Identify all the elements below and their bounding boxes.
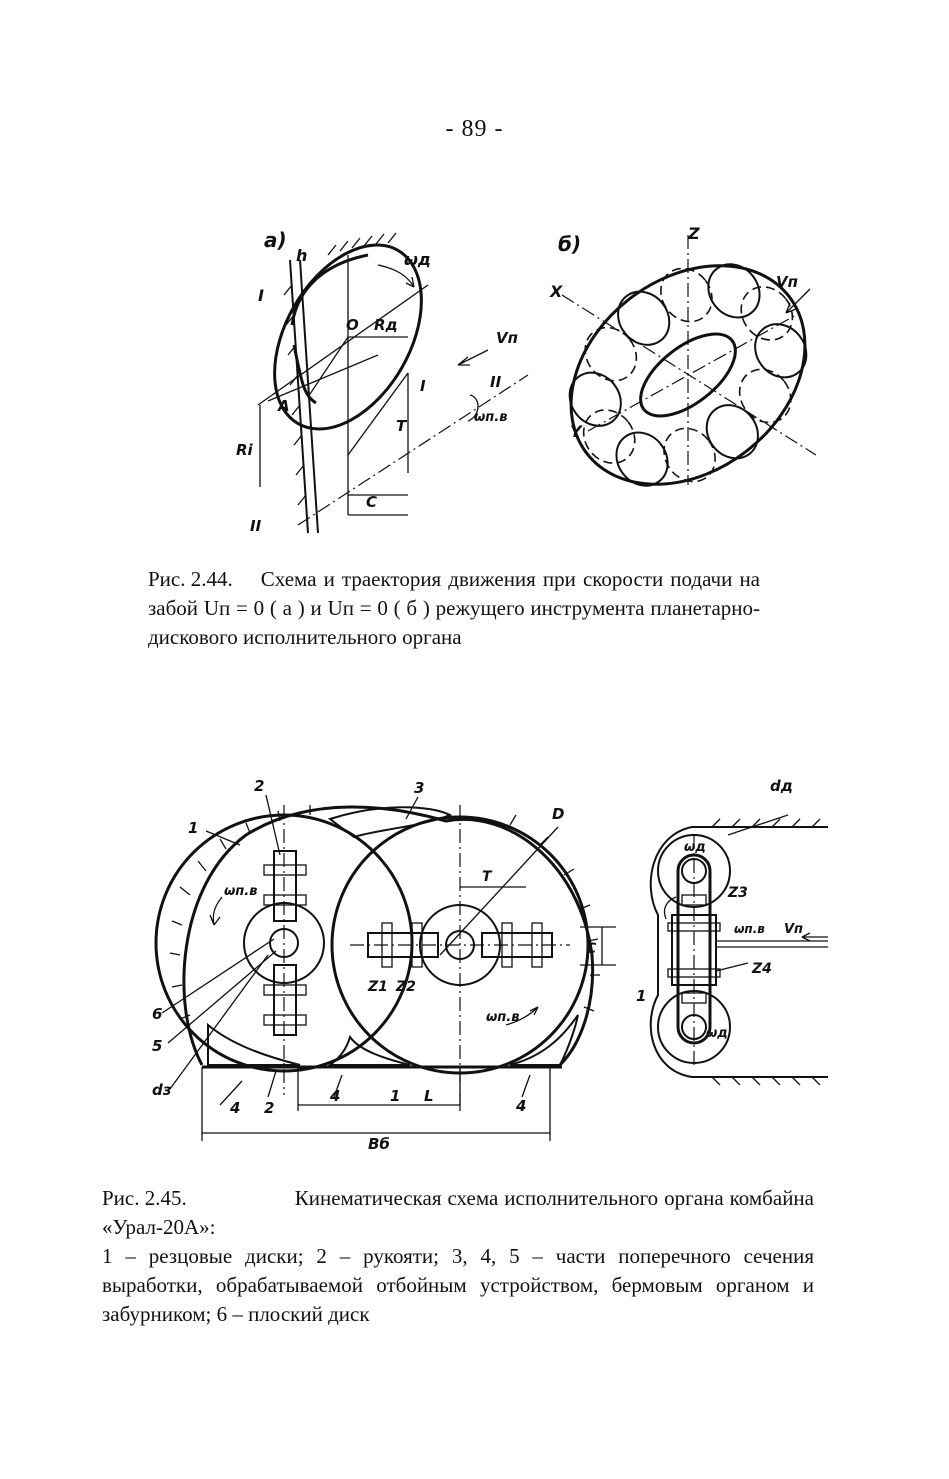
figure-2-45-front-view: 2 3 1 D ωп.в T C Z1 Z2 6 5 ωп.в dз 4 2 4… (152, 777, 616, 1153)
label-I: I (258, 286, 264, 305)
label-Vn-side: Vп (784, 922, 803, 937)
arm-left-lower (273, 964, 297, 1036)
label-4-left: 4 (229, 1099, 240, 1117)
label-Z3: Z3 (727, 885, 748, 901)
panel-b-label: б) (558, 232, 581, 256)
figure-2-44-panel-b: б) Z X Vп Y (549, 225, 817, 487)
label-omega-d-upper: ωд (684, 840, 706, 855)
label-Z: Z (687, 225, 700, 243)
label-A: A (277, 397, 290, 415)
figure-2-45-legend: 1 – резцовые диски; 2 – рукояти; 3, 4, 5… (102, 1244, 814, 1326)
radius-line-2 (307, 336, 349, 398)
page-number: - 89 - (445, 116, 504, 142)
label-L: L (424, 1087, 434, 1105)
label-4-right: 4 (515, 1097, 526, 1115)
label-omega-pv-side: ωп.в (734, 922, 765, 936)
side-contour (649, 826, 693, 1078)
label-I-right: I (420, 377, 426, 395)
figure-2-45-number: Рис. 2.45. (102, 1186, 187, 1210)
label-Bb: Вб (368, 1135, 390, 1153)
label-C: C (586, 941, 597, 957)
label-Rd: Rд (374, 316, 398, 334)
label-Ri: Rі (236, 441, 254, 459)
label-D: D (552, 805, 564, 823)
label-O: O (346, 316, 359, 334)
vn-arrow-side (801, 932, 828, 942)
region-4-mid (327, 1034, 411, 1066)
omega-d-arrow-upper (663, 896, 677, 920)
label-II-bottom: II (250, 517, 262, 535)
omega-d-arrow (377, 264, 415, 288)
vn-arrow-b (785, 288, 811, 314)
region-3 (327, 806, 453, 839)
diameter-D-line (439, 826, 559, 956)
label-omega-d: ωд (404, 250, 431, 269)
label-h: h (296, 246, 307, 265)
label-3-top: 3 (414, 779, 424, 797)
label-omega-pv: ωп.в (474, 410, 507, 425)
label-omega-pv-left: ωп.в (224, 884, 257, 899)
label-Vn-b: Vп (776, 273, 798, 291)
region-4-right (509, 1014, 579, 1066)
label-Z1: Z1 (367, 979, 388, 995)
omega-pv-arrow-right (505, 1006, 539, 1026)
cutting-disc-ellipse (273, 243, 423, 431)
z4-leader (715, 962, 749, 972)
label-2-bottom: 2 (264, 1099, 274, 1117)
figure-2-44-panel-a: а) h I ωд O Rд Vп A I II ωп.в Rі T C II (236, 228, 529, 535)
label-omega-d-lower: ωд (706, 1026, 728, 1041)
figure-2-44-caption-text: Схема и траектория движения при скорости… (148, 567, 760, 649)
label-Vn: Vп (496, 329, 518, 347)
figure-2-45-side-view: dд ωд Z3 ωп.в Vп Z4 1 ωд (636, 777, 828, 1085)
parallel-line-2 (347, 372, 409, 456)
label-Z2: Z2 (395, 979, 416, 995)
dd-leader (727, 814, 789, 836)
loop-trajectories (568, 263, 808, 487)
label-1-top: 1 (188, 819, 198, 837)
vn-arrow (457, 349, 489, 366)
cut-trajectory (290, 253, 369, 326)
label-1-side: 1 (636, 987, 646, 1005)
side-hatching (711, 818, 821, 1085)
label-4-mid: 4 (329, 1087, 340, 1105)
figure-2-44-caption: Рис. 2.44.Схема и траектория движения пр… (148, 565, 760, 652)
label-dd: dд (770, 777, 793, 795)
label-1-bottom: 1 (390, 1087, 400, 1105)
omega-pv-arrow (467, 394, 479, 422)
label-T: T (396, 417, 408, 435)
arm-left-upper (273, 850, 297, 922)
parallel-line (267, 354, 379, 402)
axis-II (297, 374, 529, 526)
label-6: 6 (152, 1005, 162, 1023)
label-Z4: Z4 (751, 961, 772, 977)
outer-ellipse (569, 264, 807, 486)
panel-a-label: а) (264, 228, 287, 252)
label-2-top: 2 (254, 777, 264, 795)
y-axis (587, 314, 797, 432)
leader-lines (161, 794, 531, 1106)
label-X: X (549, 282, 563, 301)
label-omega-pv-right: ωп.в (486, 1010, 519, 1025)
omega-pv-arrow-left (209, 896, 223, 926)
inner-ellipse (639, 332, 737, 418)
figure-2-44-number: Рис. 2.44. (148, 567, 233, 591)
label-Y: Y (570, 422, 583, 441)
label-5: 5 (152, 1037, 162, 1055)
figure-2-45-caption: Рис. 2.45.Кинематическая схема исполните… (102, 1184, 814, 1329)
region-4-left (207, 1022, 301, 1066)
label-T: T (482, 869, 493, 885)
figure-2-45-caption-text: Кинематическая схема исполнительного орг… (102, 1186, 814, 1239)
label-C: C (366, 493, 377, 511)
label-II-right: II (490, 373, 502, 391)
label-dz: dз (152, 1081, 172, 1099)
